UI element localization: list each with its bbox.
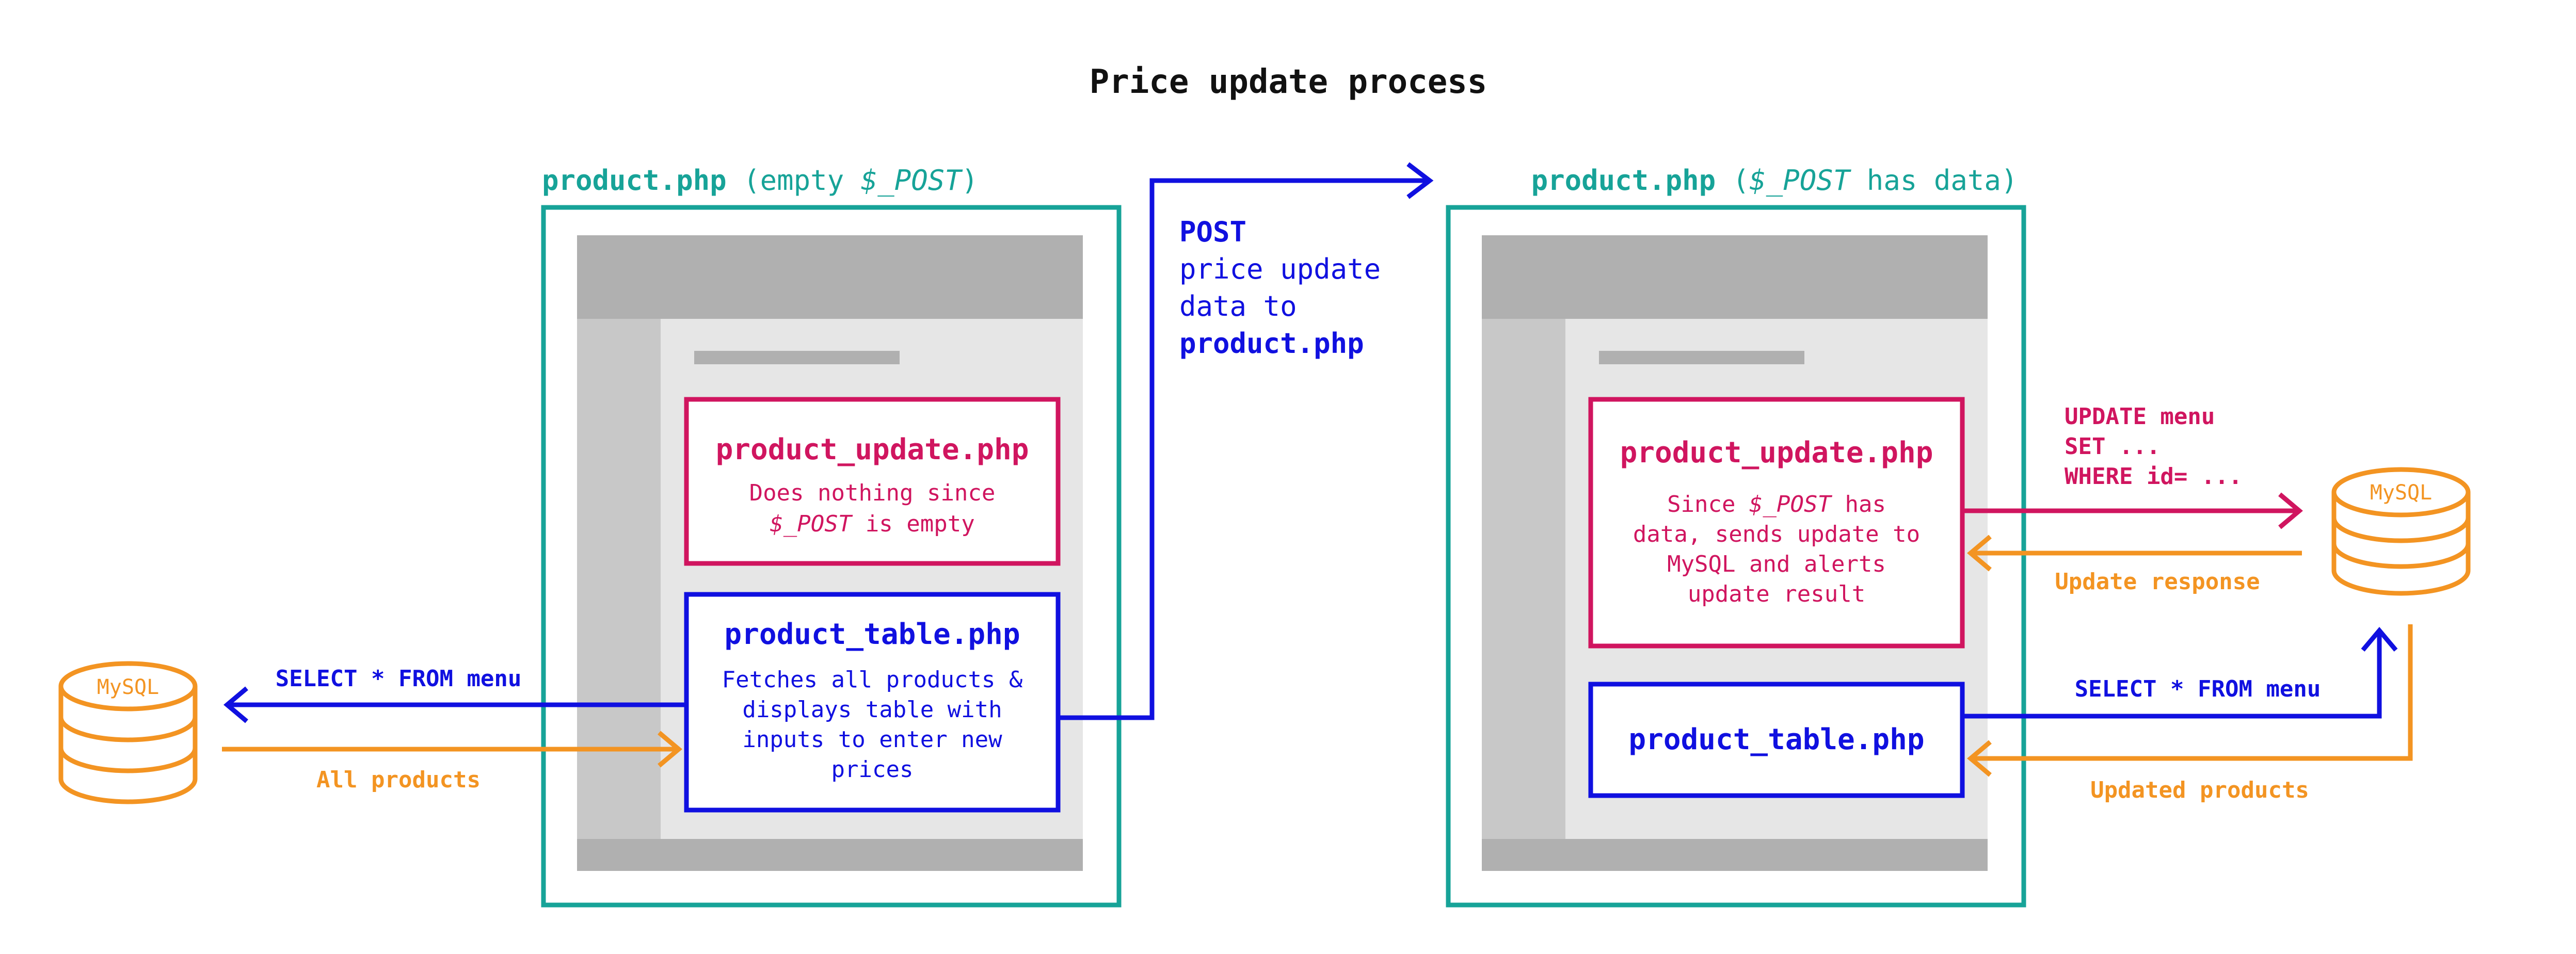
left-content-titlebar xyxy=(694,351,900,364)
right-update-desc-line1: Since $_POST has xyxy=(1667,491,1886,518)
right-browser-header xyxy=(1482,235,1988,319)
right-page-heading: product.php ($_POST has data) xyxy=(1447,164,2068,197)
right-browser-sidebar xyxy=(1482,319,1565,839)
post-label-line2: price update xyxy=(1179,253,1381,285)
right-page-frame xyxy=(1446,205,2026,908)
right-mysql-db-icon xyxy=(2331,467,2471,596)
post-label-line1: POST xyxy=(1179,216,1246,248)
right-select-query-label: SELECT * FROM menu xyxy=(2075,676,2321,702)
left-update-title: product_update.php xyxy=(716,433,1029,466)
right-select-response-label: Updated products xyxy=(2090,777,2309,803)
right-update-title: product_update.php xyxy=(1620,436,1933,470)
post-label-line4: product.php xyxy=(1179,327,1364,360)
left-select-query-label: SELECT * FROM menu xyxy=(276,666,522,692)
post-arrow-line xyxy=(1060,178,1430,720)
right-db-name: MySQL xyxy=(2370,481,2432,505)
right-select-arrow-head xyxy=(2361,627,2398,652)
post-label-line3: data to xyxy=(1179,290,1297,322)
right-select-response-arrow-line xyxy=(1971,624,2413,761)
left-mysql-db-icon xyxy=(58,661,198,804)
left-table-desc-line1: Fetches all products & xyxy=(722,667,1023,693)
left-table-title: product_table.php xyxy=(724,618,1020,651)
diagram-title: Price update process xyxy=(1090,63,1487,101)
right-content-titlebar xyxy=(1599,351,1804,364)
left-page-frame xyxy=(541,205,1122,908)
left-response-arrow-head xyxy=(658,731,682,768)
update-query-line3: WHERE id= ... xyxy=(2065,463,2242,490)
right-update-desc-line2: data, sends update to xyxy=(1633,521,1920,547)
update-response-label: Update response xyxy=(2055,569,2260,595)
post-arrow-head xyxy=(1406,162,1434,199)
left-table-desc-line3: inputs to enter new xyxy=(742,726,1002,753)
left-table-desc-line4: prices xyxy=(831,756,914,783)
left-select-arrow-head xyxy=(223,686,248,723)
left-browser-footer xyxy=(577,839,1083,871)
left-update-box xyxy=(684,397,1061,566)
right-browser-footer xyxy=(1482,839,1988,871)
right-table-title: product_table.php xyxy=(1628,723,1924,756)
update-response-arrow-head xyxy=(1967,535,1992,572)
left-browser-header xyxy=(577,235,1083,319)
left-table-desc-line2: displays table with xyxy=(742,697,1002,723)
left-table-box xyxy=(684,592,1061,813)
left-browser-sidebar xyxy=(577,319,661,839)
right-update-desc-line4: update result xyxy=(1688,581,1865,607)
left-response-label: All products xyxy=(316,767,481,793)
update-query-arrow-head xyxy=(2278,492,2303,529)
right-table-box xyxy=(1588,682,1965,798)
update-query-line2: SET ... xyxy=(2065,433,2160,460)
left-update-desc-line2: $_POST is empty xyxy=(770,511,974,537)
right-select-response-arrow-head xyxy=(1967,740,1992,777)
left-page-heading: product.php (empty $_POST) xyxy=(542,164,978,197)
right-select-arrow-line xyxy=(1962,630,2382,719)
right-update-box xyxy=(1588,397,1965,649)
left-db-name: MySQL xyxy=(97,675,159,699)
right-update-desc-line3: MySQL and alerts xyxy=(1667,551,1886,577)
update-query-line1: UPDATE menu xyxy=(2065,403,2215,430)
left-update-desc-line1: Does nothing since xyxy=(749,480,996,506)
